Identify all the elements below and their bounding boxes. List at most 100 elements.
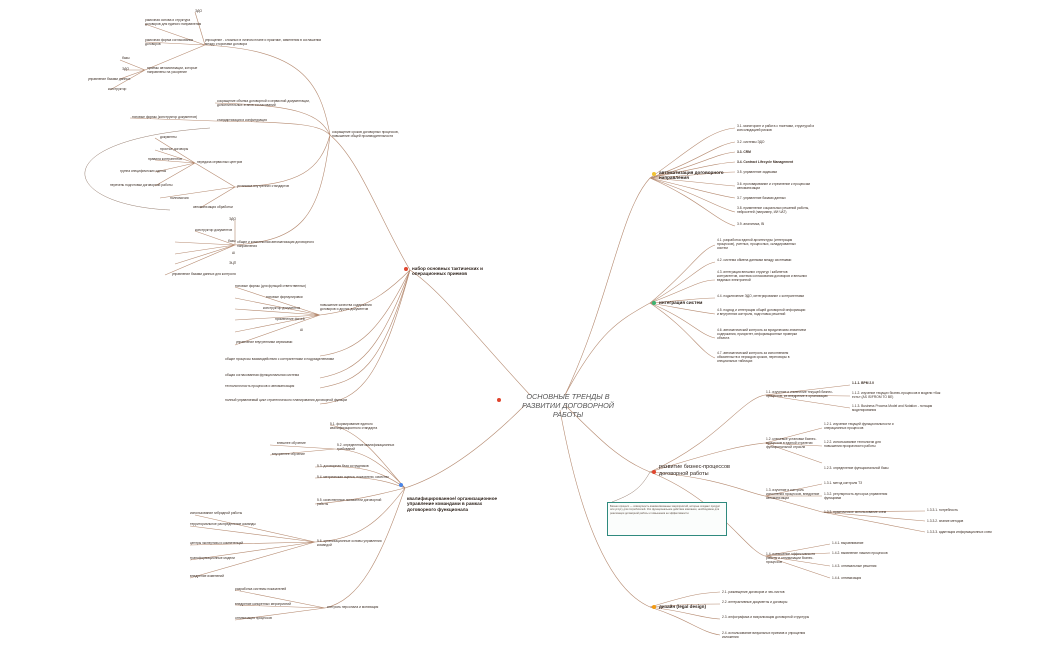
tactics-main-b-item[interactable]: применение фичей [275, 317, 305, 321]
qualification-g6[interactable]: 5.6. организационные основы управления к… [317, 539, 382, 547]
tactics-sub-a5-item[interactable]: базы [228, 239, 236, 243]
qualification-g1[interactable]: 5.1. формирование единого квалификационн… [330, 422, 378, 430]
design-item[interactable]: 2.3. инфографика и визуализация договорн… [722, 615, 810, 619]
process-subitem[interactable]: 1.2.1. изучение текущей функциональности… [824, 422, 894, 430]
tactics-sub-a5-item[interactable]: ЭЦП [229, 261, 237, 265]
tactics-sub-a1-item[interactable]: рамочная основа и структура договоров дл… [145, 18, 202, 26]
tactics-sub-a4[interactable]: установка внутренних стандартов [237, 184, 290, 188]
qualification-g6-item[interactable]: центры экспертизы и компетенций [190, 541, 244, 545]
design-item[interactable]: 2.2. интерактивные документы и договоры [722, 600, 788, 604]
qualification-g2-item[interactable]: внешнее обучение [277, 441, 306, 445]
process-subitem[interactable]: 1.4.2. выявление лишних процессов [832, 551, 888, 555]
qualification-g6-item[interactable]: использование гибридной работы [190, 511, 243, 515]
qualification-g6-item[interactable]: внедрение изменений [190, 574, 224, 578]
qualification-g3[interactable]: 5.3. договорная база сотрудников [317, 464, 369, 468]
central-topic[interactable]: ОСНОВНЫЕ ТРЕНДЫ В РАЗВИТИИ ДОГОВОРНОЙ РА… [522, 392, 614, 419]
process-subitem[interactable]: 1.2.2. использование технологии для повы… [824, 440, 881, 448]
tactics-sub-a1[interactable]: упрощение - сложных в личном плане и пра… [205, 38, 322, 46]
branch-automation[interactable]: автоматизация договорного направления [659, 170, 724, 181]
tactics-sub-a4-item[interactable]: перечень подготовки договорной работы [110, 183, 173, 187]
tactics-main-b-item[interactable]: конструктор документов [263, 306, 301, 310]
tactics-main-b-extra[interactable]: AI [300, 328, 304, 332]
process-subitem[interactable]: 1.1.2. изучение текущих бизнес-процессов… [852, 391, 941, 399]
process-group-title[interactable]: 1.2. ключевые установки бизнес-процессов… [766, 437, 817, 449]
qualification-g2-item[interactable]: внутреннее обучение [272, 452, 305, 456]
process-subitem[interactable]: 1.3.2. регулярность аутсорса управления … [824, 492, 888, 500]
automation-item[interactable]: 3.5. управление задачами [737, 170, 778, 174]
process-subitem[interactable]: 1.4.3. оптимальные решения [832, 564, 877, 568]
qualification-g6-item[interactable]: трансформационные модели [190, 556, 235, 560]
qualification-g4[interactable]: 5.4. метрическая оценка, показатели, кач… [317, 475, 389, 479]
integration-item[interactable]: 4.1. разработка единой архитектуры (инте… [717, 238, 796, 250]
tactics-sub-a4-mid2[interactable]: автоматизация обработки [193, 205, 233, 209]
integration-item[interactable]: 4.3. интеграция внешних структур / кабин… [717, 270, 808, 282]
tactics-sub-a5-item[interactable]: конструктор документов [195, 228, 233, 232]
tactics-sub-a4-item[interactable]: правила контрагентов [148, 157, 182, 161]
tactics-sub-a4-item[interactable]: группа специфических сделок [120, 169, 167, 173]
tactics-line[interactable]: полный управляемый цикл стратегического … [225, 398, 348, 402]
qualification-g7-item[interactable]: разработка системы показателей [235, 587, 287, 591]
design-item[interactable]: 2.4. использование визуальных приемов и … [722, 631, 806, 639]
tactics-main-b-item[interactable]: типовые формы (для функций ответственных… [235, 284, 307, 288]
process-subitem[interactable]: 1.3.3.1. потребность [927, 508, 959, 512]
process-subitem[interactable]: 1.1.1. BPM 2.0 [852, 381, 874, 385]
integration-item[interactable]: 4.4. подключение ЭДО, интегрирование с к… [717, 294, 805, 298]
qualification-g5[interactable]: 5.5. качественные показатели договорной … [317, 498, 382, 506]
integration-item[interactable]: 4.5. подход и интеграция общей договорно… [717, 308, 806, 316]
process-subitem[interactable]: 1.4.4. оптимизация [832, 576, 862, 580]
process-group-title[interactable]: 1.3. изучение и контроль исполнения проц… [766, 488, 820, 500]
tactics-sub-a4-item[interactable]: простые договоры [160, 147, 189, 151]
branch-qualification[interactable]: квалифицированное/ организационное управ… [407, 496, 498, 512]
branch-process[interactable]: развитие бизнес-процессов договорной раб… [659, 464, 730, 477]
tactics-sub-a5-item[interactable]: AI [232, 251, 236, 255]
process-subitem[interactable]: 1.3.1. метод контроля ТЗ [824, 481, 863, 485]
tactics-sub-a1-item[interactable]: приемы автоматизации, которые направлены… [147, 66, 198, 74]
tactics-sub-a5-item[interactable]: управление базами данных для контроля [172, 272, 236, 276]
branch-tactics[interactable]: набор основных тактических и операционны… [412, 266, 483, 277]
tactics-sub-a4-item[interactable]: документы [160, 135, 177, 139]
automation-item[interactable]: 3.9. аналитика, BI [737, 222, 765, 226]
tactics-sub-a1-item[interactable]: рамочная форма согласования договоров [145, 38, 194, 46]
qualification-g2[interactable]: 5.2. определение квалификационных требов… [337, 443, 395, 451]
automation-item[interactable]: 3.3. CRM [737, 150, 751, 154]
tactics-main-b[interactable]: повышение качества содержания договоров … [320, 303, 372, 311]
automation-item[interactable]: 3.6. проговаривание и стремление к проце… [737, 182, 810, 190]
integration-item[interactable]: 4.7. автоматический контроль за исполнен… [717, 351, 790, 363]
integration-item[interactable]: 4.6. автоматический контроль за юридичес… [717, 328, 806, 340]
tactics-line[interactable]: общие процессы взаимодействия с контраге… [225, 357, 334, 361]
process-subitem[interactable]: 1.2.3. определение функциональной базы [824, 466, 889, 470]
tactics-sub-a1-item[interactable]: ЭДО [195, 9, 203, 13]
tactics-line[interactable]: общая согласованная функциональная систе… [225, 373, 299, 377]
process-group-title[interactable]: 1.1. изучение и изменение текущей бизнес… [766, 390, 833, 398]
process-subitem[interactable]: 1.1.3. Business Process Model and Notati… [852, 404, 933, 412]
tactics-line[interactable]: технологичность процессов и автоматизаци… [225, 384, 295, 388]
tactics-sub-a1-item[interactable]: конструктор [108, 87, 127, 91]
qualification-g7[interactable]: контроль персонала и мотивация [327, 605, 379, 609]
tactics-sub-a3[interactable]: стандартизация и конфигурация [217, 118, 267, 122]
tactics-sub-a2[interactable]: сокращение объема договорной и сервисной… [217, 99, 310, 107]
branch-integration[interactable]: интеграция систем [659, 300, 703, 305]
process-subitem[interactable]: 1.3.3. практическое использование схем [824, 510, 887, 514]
design-item[interactable]: 2.1. размещение договоров и чек-листов [722, 590, 785, 594]
process-subitem[interactable]: 1.4.1. выравнивание [832, 541, 864, 545]
tactics-sub-a1-item[interactable]: базы [122, 56, 130, 60]
automation-item[interactable]: 3.1. мониторинг и работа с тикетами, стр… [737, 124, 815, 132]
tactics-main-b-item[interactable]: типовые формулировки [266, 295, 303, 299]
process-group-title[interactable]: 1.4. повышение эффективности работы и оп… [766, 552, 816, 564]
tactics-sub-a1-item[interactable]: ЭДО [122, 67, 130, 71]
tactics-main-b-sub[interactable]: управление внутренними сервисами [236, 340, 293, 344]
automation-item[interactable]: 3.4. Contract Lifecycle Management [737, 160, 794, 164]
qualification-g7-item[interactable]: внедрение конкретных мероприятий [235, 602, 291, 606]
qualification-g7-item[interactable]: оптимизация процессов [235, 616, 272, 620]
tactics-main-a[interactable]: сокращение сроков договорных процессов, … [332, 130, 399, 138]
automation-item[interactable]: 3.7. управление базами данных [737, 196, 786, 200]
process-subitem[interactable]: 1.3.3.3. адаптация информационных схем [927, 530, 992, 534]
automation-item[interactable]: 3.2. системы ЭДО [737, 140, 765, 144]
tactics-sub-a1-item[interactable]: управление базами данных [88, 77, 131, 81]
tactics-sub-a4-item[interactable]: полномочия [170, 196, 189, 200]
process-subitem[interactable]: 1.3.3.2. знание методов [927, 519, 964, 523]
automation-item[interactable]: 3.8. применение социальных решений работ… [737, 206, 810, 214]
tactics-sub-a3-left[interactable]: типовые формы (конструктор документов) [132, 115, 198, 119]
branch-design[interactable]: дизайн (legal design) [659, 604, 707, 609]
tactics-sub-a5-item[interactable]: ЭДО [229, 217, 237, 221]
